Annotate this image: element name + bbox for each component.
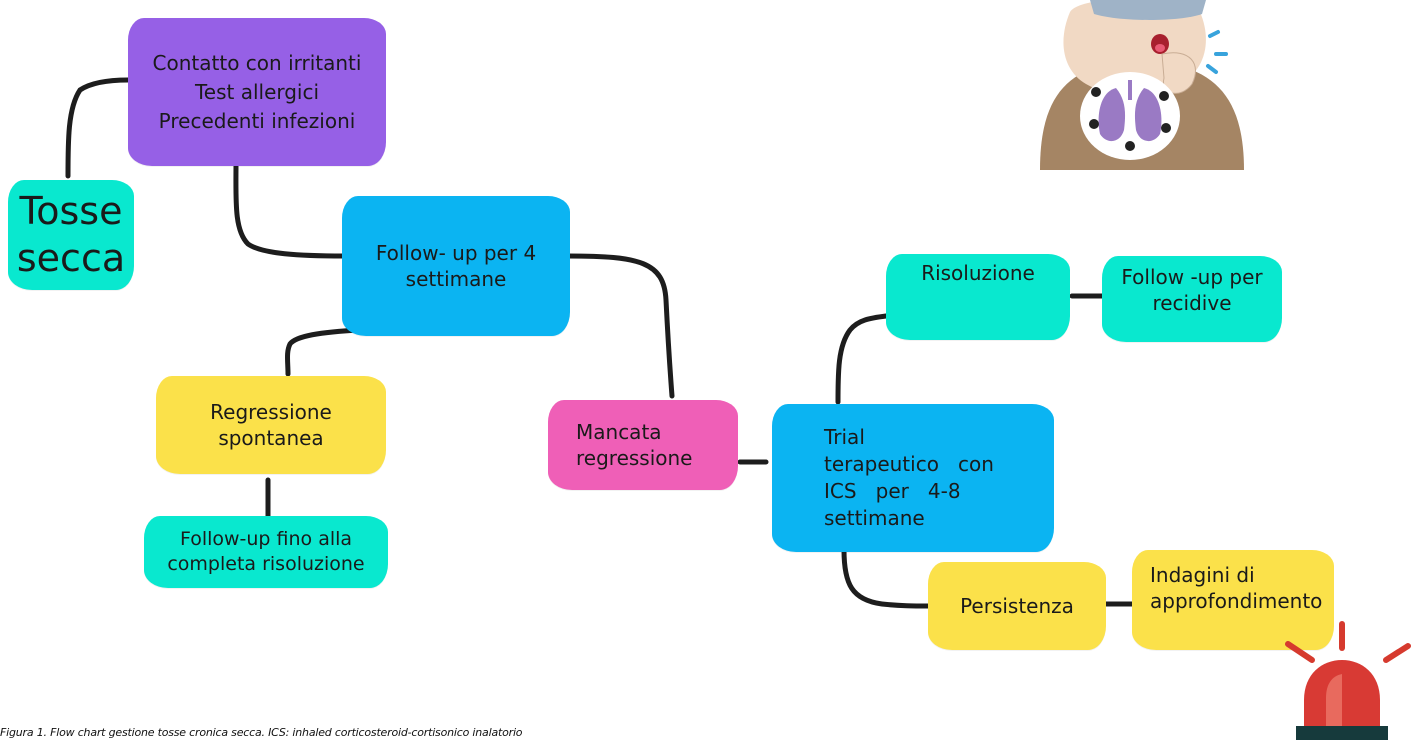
node-mancata-line-1: Mancata xyxy=(576,420,662,444)
node-followup-ris-line-1: Follow-up fino alla xyxy=(179,528,353,551)
node-followup-recidive: Follow -up per recidive xyxy=(1102,256,1282,342)
node-regressione-spontanea: Regressione spontanea xyxy=(156,376,386,474)
node-persistenza: Persistenza xyxy=(928,562,1106,650)
connector-trial-persistenza xyxy=(841,547,933,609)
node-indagini-approfondimento: Indagini di approfondimento xyxy=(1132,550,1334,650)
node-recidive-line-2: recidive xyxy=(1152,291,1232,315)
node-regressione-line-1: Regressione xyxy=(210,400,332,424)
node-contatto-line-2: Test allergici xyxy=(194,79,320,104)
node-followup4-line-2: settimane xyxy=(405,267,507,291)
node-indagini-line-2: approfondimento xyxy=(1150,589,1323,613)
siren-icon xyxy=(1285,621,1411,740)
node-followup-risoluzione: Follow-up fino alla completa risoluzione xyxy=(144,516,388,588)
coughing-child-illustration xyxy=(1040,0,1244,170)
node-followup-4-settimane: Follow- up per 4 settimane xyxy=(342,196,570,336)
node-contatto-line-1: Contatto con irritanti xyxy=(152,50,362,75)
node-tosse-secca: Tosse secca xyxy=(8,180,134,290)
node-trial-line-2: terapeutico con xyxy=(824,452,994,476)
node-persistenza-line-1: Persistenza xyxy=(960,594,1074,618)
connector-followup-mancata xyxy=(565,253,675,399)
node-risoluzione: Risoluzione xyxy=(886,254,1070,340)
connector-trial-risoluzione xyxy=(835,313,889,405)
node-contatto-line-3: Precedenti infezioni xyxy=(158,108,356,133)
node-contatto-irritanti: Contatto con irritanti Test allergici Pr… xyxy=(128,18,386,166)
node-tosse-line-1: Tosse xyxy=(19,188,123,233)
connector-tosse-contatto xyxy=(65,77,131,179)
node-recidive-line-1: Follow -up per xyxy=(1121,265,1263,289)
node-risoluzione-line-1: Risoluzione xyxy=(921,261,1035,285)
node-tosse-line-2: secca xyxy=(16,236,126,280)
connector-contatto-followup xyxy=(233,159,347,259)
node-trial-line-1: Trial xyxy=(824,425,865,449)
node-followup4-line-1: Follow- up per 4 xyxy=(375,241,537,265)
connector-followup-regressione xyxy=(285,327,363,377)
node-followup-ris-line-2: completa risoluzione xyxy=(167,553,365,575)
figure-caption: Figura 1. Flow chart gestione tosse cron… xyxy=(0,726,523,739)
node-mancata-line-2: regressione xyxy=(576,446,693,470)
node-indagini-line-1: Indagini di xyxy=(1150,563,1255,587)
node-trial-terapeutico: Trial terapeutico con ICS per 4-8 settim… xyxy=(772,404,1054,552)
node-trial-line-4: settimane xyxy=(824,506,925,530)
node-mancata-regressione: Mancata regressione xyxy=(548,400,738,490)
node-trial-line-3: ICS per 4-8 xyxy=(824,479,961,503)
node-regressione-line-2: spontanea xyxy=(218,426,324,450)
